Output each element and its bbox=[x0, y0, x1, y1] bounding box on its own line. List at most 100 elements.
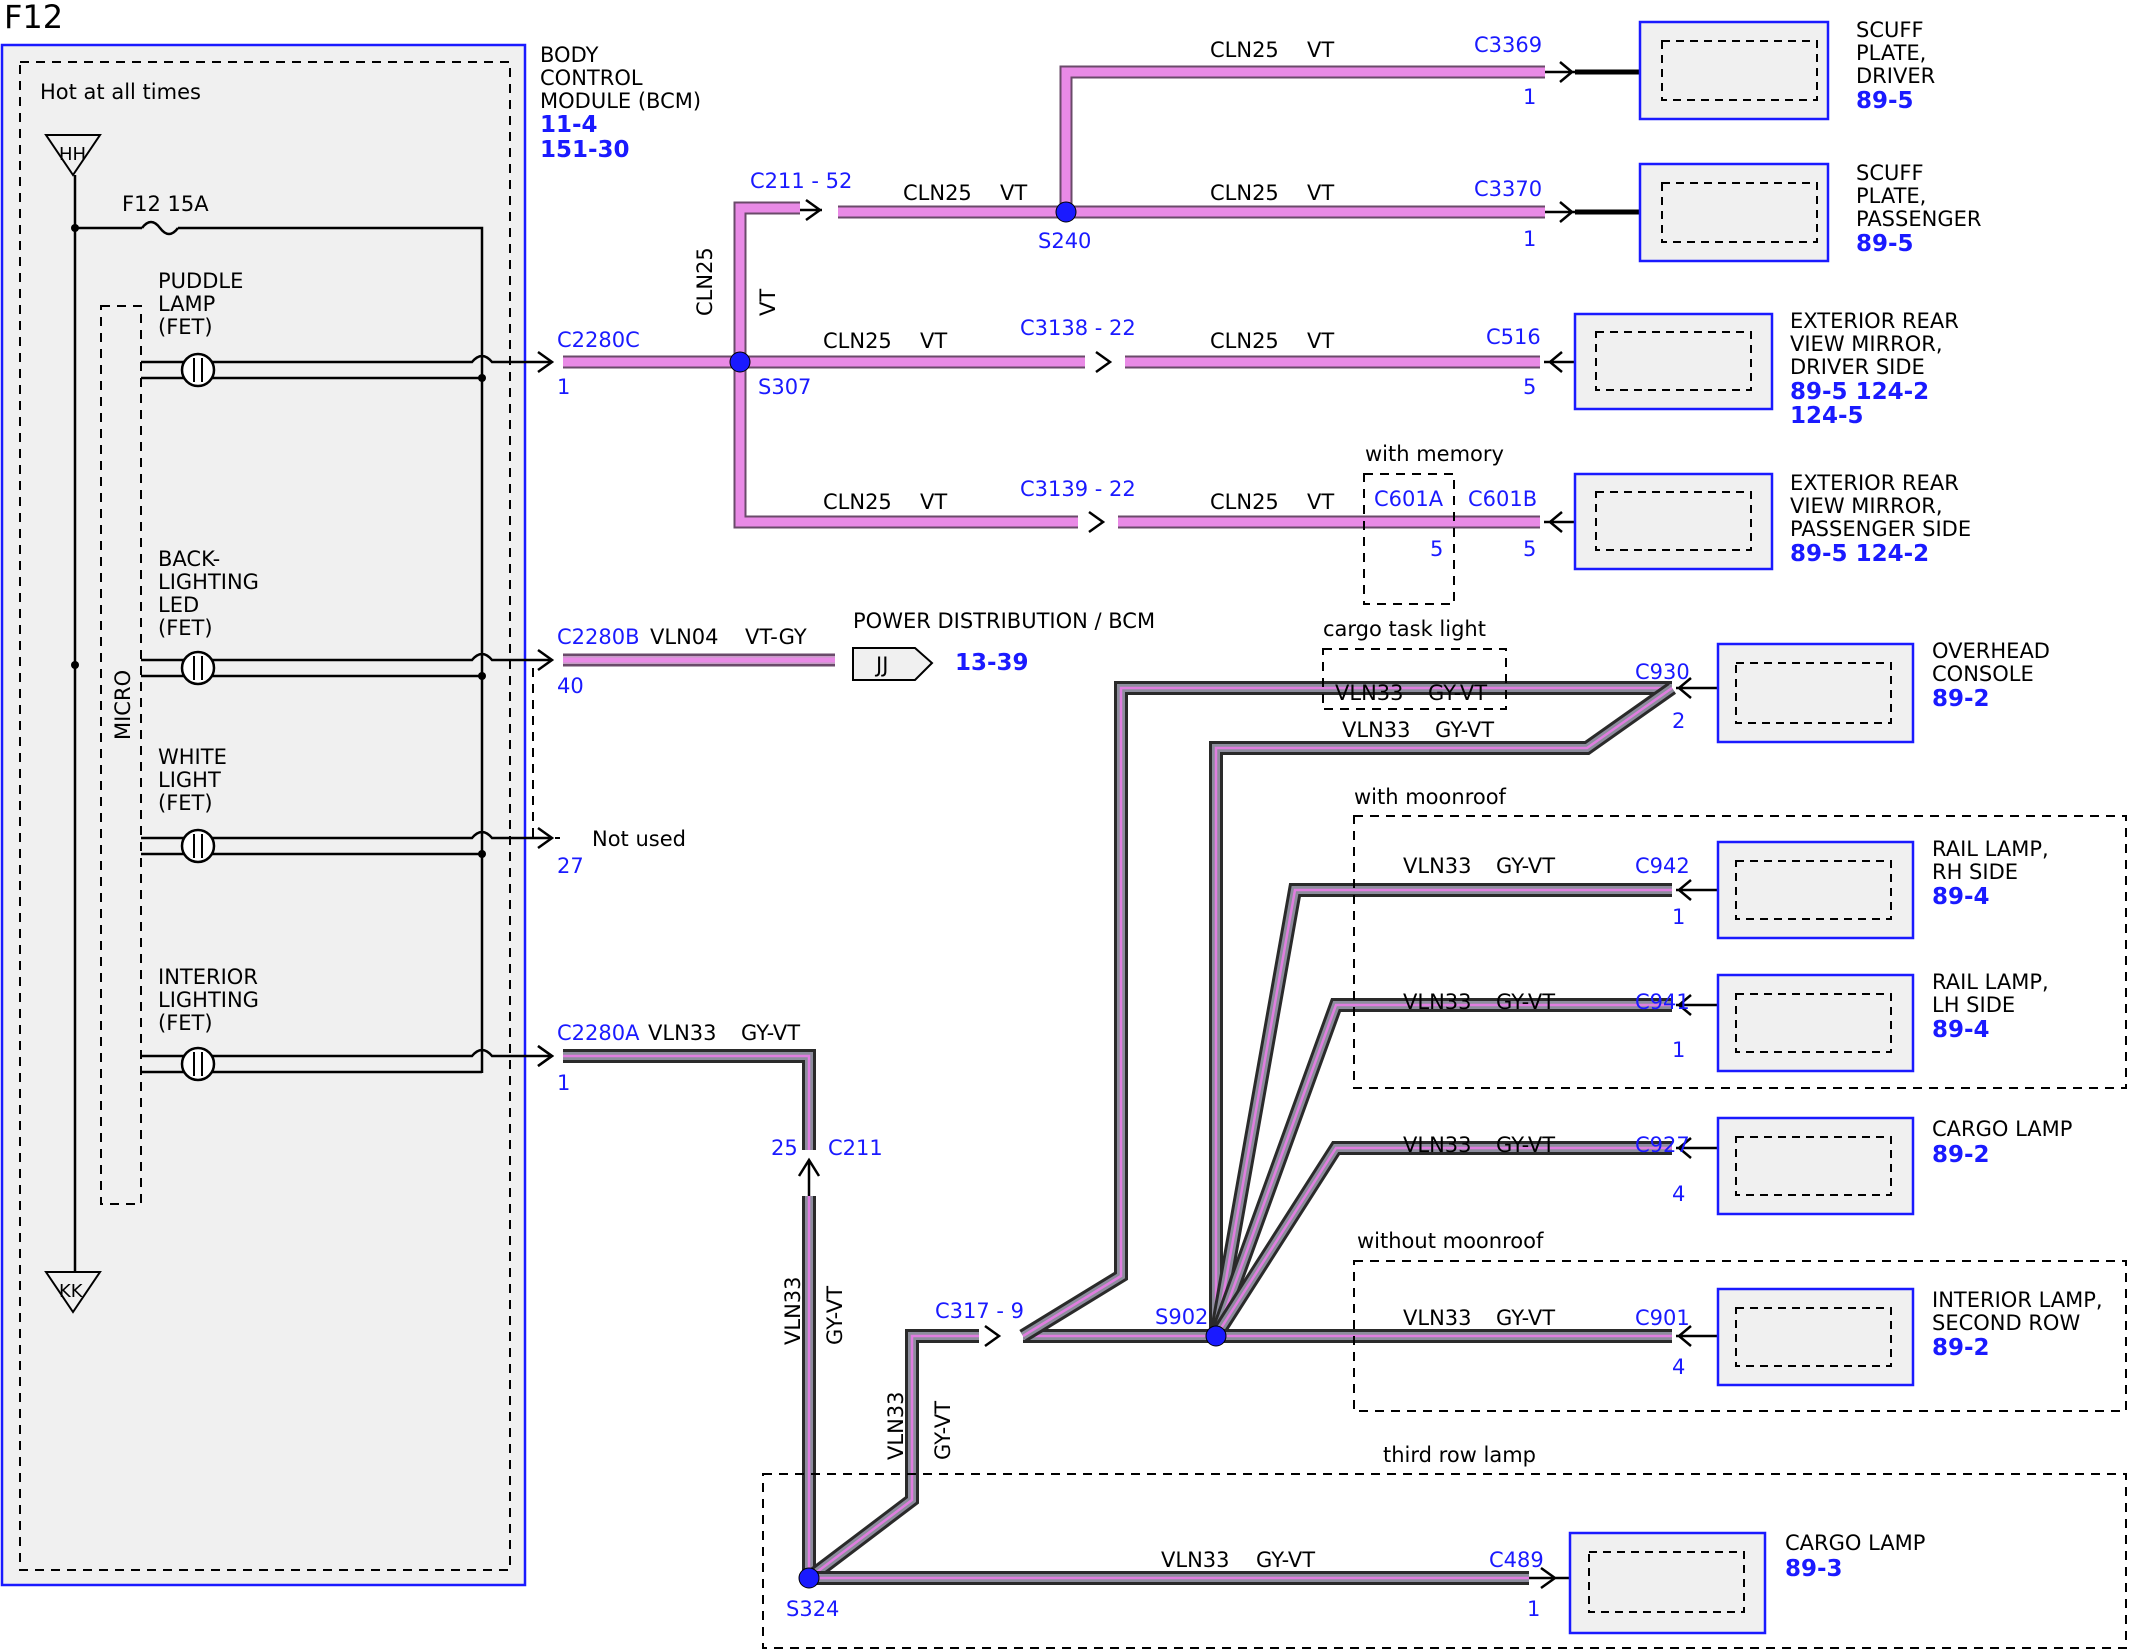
vln33-wire-segment bbox=[1214, 1146, 1672, 1337]
not-used-label: Not used bbox=[592, 827, 686, 851]
page-title: F12 bbox=[4, 0, 63, 36]
svg-text:DRIVER: DRIVER bbox=[1856, 64, 1935, 88]
svg-text:GY-VT: GY-VT bbox=[1496, 990, 1555, 1014]
svg-text:HH: HH bbox=[59, 144, 86, 165]
bcm-title: BODY CONTROL MODULE (BCM) 11-4 151-30 bbox=[540, 43, 701, 163]
vln33-wire-segment bbox=[1214, 686, 1673, 1336]
svg-text:PASSENGER SIDE: PASSENGER SIDE bbox=[1790, 517, 1971, 541]
component-mirror-passenger[interactable]: EXTERIOR REAR VIEW MIRROR, PASSENGER SID… bbox=[1573, 471, 1971, 571]
svg-text:C211 - 52: C211 - 52 bbox=[750, 169, 852, 193]
fuse-line bbox=[75, 226, 484, 1073]
svg-text:RAIL LAMP,: RAIL LAMP, bbox=[1932, 970, 2049, 994]
component-cargo-lamp-3[interactable]: CARGO LAMP 89-3 bbox=[1568, 1531, 1925, 1635]
vln33-wire-segment bbox=[808, 1334, 979, 1579]
vln33-wire-segment bbox=[1214, 1003, 1672, 1337]
bcm-ref-2[interactable]: 151-30 bbox=[540, 137, 630, 163]
svg-text:4: 4 bbox=[1672, 1182, 1685, 1206]
not-used-dashed bbox=[532, 668, 560, 839]
svg-text:89-2: 89-2 bbox=[1932, 686, 1990, 712]
with-memory-label: with memory bbox=[1365, 442, 1504, 466]
svg-text:VLN33: VLN33 bbox=[884, 1392, 908, 1461]
svg-text:VT: VT bbox=[920, 329, 947, 353]
svg-text:LAMP: LAMP bbox=[158, 292, 215, 316]
component-overhead-console[interactable]: OVERHEAD CONSOLE 89-2 bbox=[1716, 639, 2050, 744]
component-scuff-driver[interactable]: SCUFF PLATE, DRIVER 89-5 bbox=[1638, 18, 1935, 121]
hot-at-all-times-box bbox=[19, 61, 511, 1571]
svg-text:EXTERIOR REAR: EXTERIOR REAR bbox=[1790, 471, 1959, 495]
svg-text:MODULE (BCM): MODULE (BCM) bbox=[540, 89, 701, 113]
svg-text:GY-VT: GY-VT bbox=[741, 1021, 800, 1045]
svg-text:(FET): (FET) bbox=[158, 616, 213, 640]
fet-backlighting-label: BACK- LIGHTING LED (FET) bbox=[158, 547, 259, 640]
c2280b-pin: 40 bbox=[557, 674, 584, 698]
splice-s324 bbox=[798, 1567, 820, 1589]
fet-puddle-label: PUDDLE LAMP (FET) bbox=[158, 269, 243, 339]
svg-text:4: 4 bbox=[1672, 1355, 1685, 1379]
svg-text:GY-VT: GY-VT bbox=[1435, 718, 1494, 742]
kk-terminal: KK bbox=[44, 1271, 102, 1314]
hot-at-all-times-label: Hot at all times bbox=[40, 80, 201, 104]
component-mirror-driver[interactable]: EXTERIOR REAR VIEW MIRROR, DRIVER SIDE 8… bbox=[1573, 309, 1959, 429]
svg-text:RAIL LAMP,: RAIL LAMP, bbox=[1932, 837, 2049, 861]
fuse-icon bbox=[141, 220, 179, 236]
micro-label: MICRO bbox=[111, 670, 135, 740]
third-row-lamp-box bbox=[762, 1473, 2127, 1649]
svg-text:89-2: 89-2 bbox=[1932, 1335, 1990, 1361]
component-scuff-passenger[interactable]: SCUFF PLATE, PASSENGER 89-5 bbox=[1638, 161, 1981, 263]
bcm-ref-1[interactable]: 11-4 bbox=[540, 112, 598, 138]
svg-text:VLN33: VLN33 bbox=[1403, 1133, 1472, 1157]
svg-text:1: 1 bbox=[1523, 227, 1536, 251]
svg-text:VT: VT bbox=[756, 289, 780, 316]
vln33-wire-segment bbox=[1214, 888, 1672, 1337]
component-rail-lamp-rh[interactable]: RAIL LAMP, RH SIDE 89-4 bbox=[1716, 837, 2049, 940]
svg-text:VIEW MIRROR,: VIEW MIRROR, bbox=[1790, 332, 1943, 356]
svg-text:VT: VT bbox=[1307, 329, 1334, 353]
vln33-wire-segment bbox=[1212, 1001, 1672, 1338]
svg-text:C927: C927 bbox=[1635, 1133, 1690, 1157]
svg-text:CONTROL: CONTROL bbox=[540, 66, 643, 90]
svg-text:S324: S324 bbox=[786, 1597, 839, 1621]
svg-text:GY-VT: GY-VT bbox=[931, 1401, 955, 1460]
svg-text:89-5: 89-5 bbox=[1856, 231, 1914, 257]
svg-text:KK: KK bbox=[59, 1281, 84, 1302]
svg-text:SCUFF: SCUFF bbox=[1856, 18, 1924, 42]
vln04-label: VLN04 bbox=[650, 625, 719, 649]
svg-text:89-5 124-2: 89-5 124-2 bbox=[1790, 541, 1929, 567]
svg-text:LIGHT: LIGHT bbox=[158, 768, 221, 792]
svg-text:1: 1 bbox=[1672, 1038, 1685, 1062]
with-memory-box bbox=[1363, 473, 1455, 605]
vtgy-label: VT-GY bbox=[745, 625, 807, 649]
power-dist-ref[interactable]: 13-39 bbox=[955, 650, 1029, 676]
svg-text:VT: VT bbox=[1307, 490, 1334, 514]
svg-text:BACK-: BACK- bbox=[158, 547, 220, 571]
svg-text:VT: VT bbox=[1000, 181, 1027, 205]
svg-text:S307: S307 bbox=[758, 375, 811, 399]
component-interior-lamp-second-row[interactable]: INTERIOR LAMP, SECOND ROW 89-2 bbox=[1716, 1287, 2103, 1387]
svg-text:PUDDLE: PUDDLE bbox=[158, 269, 243, 293]
svg-text:INTERIOR: INTERIOR bbox=[158, 965, 258, 989]
svg-text:1: 1 bbox=[557, 1071, 570, 1095]
svg-text:VLN33: VLN33 bbox=[1403, 1306, 1472, 1330]
svg-text:CLN25: CLN25 bbox=[1210, 181, 1279, 205]
component-rail-lamp-lh[interactable]: RAIL LAMP, LH SIDE 89-4 bbox=[1716, 970, 2049, 1073]
with-moonroof-box bbox=[1353, 815, 2127, 1089]
svg-text:LIGHTING: LIGHTING bbox=[158, 570, 259, 594]
bcm-connector-arrows bbox=[537, 350, 555, 1068]
scuff-stubs bbox=[1545, 61, 1640, 223]
connector-labels: C2280C 1 C211 - 52 C3138 - 22 C3139 - 22… bbox=[557, 33, 1542, 561]
svg-text:1: 1 bbox=[1527, 1597, 1540, 1621]
svg-text:VLN33: VLN33 bbox=[1403, 854, 1472, 878]
svg-text:CLN25: CLN25 bbox=[1210, 38, 1279, 62]
svg-text:VLN33: VLN33 bbox=[781, 1277, 805, 1346]
svg-text:PLATE,: PLATE, bbox=[1856, 41, 1926, 65]
component-cargo-lamp-1[interactable]: CARGO LAMP 89-2 bbox=[1716, 1116, 2072, 1216]
svg-text:C489: C489 bbox=[1489, 1548, 1544, 1572]
svg-text:C317 - 9: C317 - 9 bbox=[935, 1299, 1024, 1323]
without-moonroof-box bbox=[1353, 1260, 2127, 1412]
svg-text:VT: VT bbox=[1307, 181, 1334, 205]
svg-text:DRIVER SIDE: DRIVER SIDE bbox=[1790, 355, 1925, 379]
vln33-arrows bbox=[537, 677, 1718, 1590]
svg-text:(FET): (FET) bbox=[158, 791, 213, 815]
